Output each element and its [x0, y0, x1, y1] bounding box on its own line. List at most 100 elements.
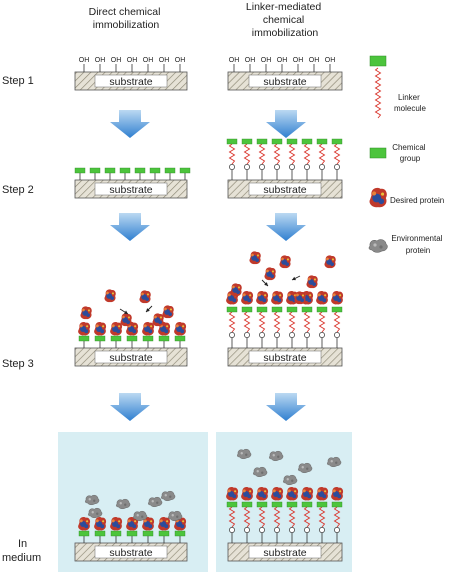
oh-label: OH [79, 57, 90, 64]
substrate-label: substrate [263, 547, 306, 559]
chemical-group-icon [142, 530, 154, 537]
linker-chain [374, 67, 382, 119]
chemical-group-icon [226, 306, 238, 313]
anchor-node [274, 527, 280, 533]
desired-protein-icon [256, 291, 269, 305]
substrate: substrate [74, 347, 188, 367]
down-arrow [110, 213, 150, 241]
chemical-group-icon [126, 530, 138, 537]
step-label-3: Step 3 [2, 358, 34, 370]
chemical-group-icon [174, 530, 186, 537]
substrate-label: substrate [109, 547, 152, 559]
anchor-node [319, 527, 325, 533]
down-arrow [266, 110, 306, 138]
oh-label: OH [245, 57, 256, 64]
chemical-group-icon [104, 167, 116, 174]
substrate-label: substrate [263, 352, 306, 364]
oh-label: OH [293, 57, 304, 64]
substrate: substrate [227, 179, 343, 199]
linker-chain [273, 506, 281, 528]
linker-chain [318, 143, 326, 165]
linker-chain [273, 311, 281, 333]
substrate-label: substrate [109, 184, 152, 196]
desired-protein-icon [162, 305, 174, 319]
environmental-protein-icon [161, 490, 176, 501]
desired-protein-icon [120, 313, 132, 327]
desired-protein-icon [152, 313, 164, 327]
linker-chain [228, 143, 236, 165]
step-label-medium: In medium [2, 538, 41, 564]
substrate-label-box [248, 545, 322, 559]
legend-environmental-protein-label: Environmental protein [391, 234, 444, 255]
substrate: substrate [74, 71, 188, 91]
desired-protein-icon [110, 322, 123, 336]
environmental-protein-icon [148, 496, 163, 507]
anchor-node [259, 164, 265, 170]
linker-chain [243, 506, 251, 528]
chemical-group-icon [78, 530, 90, 537]
chemical-group-icon [256, 501, 268, 508]
binding-arrowhead [146, 308, 150, 312]
substrate: substrate [74, 179, 188, 199]
legend-chemical-group-label: Chemical group [392, 143, 428, 163]
desired-protein-icon [78, 322, 91, 336]
oh-label: OH [261, 57, 272, 64]
oh-label: OH [143, 57, 154, 64]
desired-protein-icon [158, 322, 171, 336]
desired-protein-icon [110, 517, 123, 531]
chemical-group-icon [158, 335, 170, 342]
linker-chain [258, 311, 266, 333]
chemical-group-icon [74, 167, 86, 174]
desired-protein-icon [331, 291, 344, 305]
environmental-protein-icon [85, 494, 100, 505]
anchor-node [274, 332, 280, 338]
chemical-group-icon [158, 530, 170, 537]
anchor-node [259, 527, 265, 533]
substrate-label: substrate [109, 76, 152, 88]
environmental-protein-icon [368, 239, 388, 253]
desired-protein-icon [230, 283, 242, 297]
oh-label: OH [111, 57, 122, 64]
chemical-group-icon [226, 138, 238, 145]
anchor-node [289, 164, 295, 170]
chemical-group-icon [94, 335, 106, 342]
oh-label: OH [325, 57, 336, 64]
binding-arrowhead [292, 276, 296, 281]
oh-label: OH [309, 57, 320, 64]
chemical-group-icon [226, 501, 238, 508]
down-arrow [266, 213, 306, 241]
substrate-label-box [94, 545, 168, 559]
desired-protein-icon [241, 291, 254, 305]
linker-chain [288, 143, 296, 165]
oh-label: OH [277, 57, 288, 64]
legend-desired-protein-label: Desired protein [390, 196, 444, 205]
linker-chain [318, 311, 326, 333]
substrate-label: substrate [263, 76, 306, 88]
linker-chain [228, 506, 236, 528]
substrate-label-box [94, 74, 168, 88]
anchor-node [334, 527, 340, 533]
anchor-node [244, 164, 250, 170]
chemical-group-icon [331, 306, 343, 313]
desired-protein-icon [271, 487, 284, 501]
step-label-2: Step 2 [2, 184, 34, 196]
anchor-node [304, 332, 310, 338]
chemical-group-icon [256, 138, 268, 145]
desired-protein-icon [142, 322, 155, 336]
chemical-group-icon [241, 306, 253, 313]
desired-protein-icon [271, 291, 284, 305]
column-title-linker: Linker-mediated chemical immobilization [246, 1, 324, 39]
linker-chain [228, 311, 236, 333]
linker-chain [333, 311, 341, 333]
chemical-group-icon [271, 138, 283, 145]
linker-chain [303, 506, 311, 528]
oh-label: OH [159, 57, 170, 64]
anchor-node [289, 527, 295, 533]
desired-protein-icon [126, 517, 139, 531]
desired-protein-icon [331, 487, 344, 501]
chemical-group-icon [316, 501, 328, 508]
chemical-group-icon [331, 138, 343, 145]
anchor-node [334, 164, 340, 170]
substrate-label-box [248, 350, 322, 364]
